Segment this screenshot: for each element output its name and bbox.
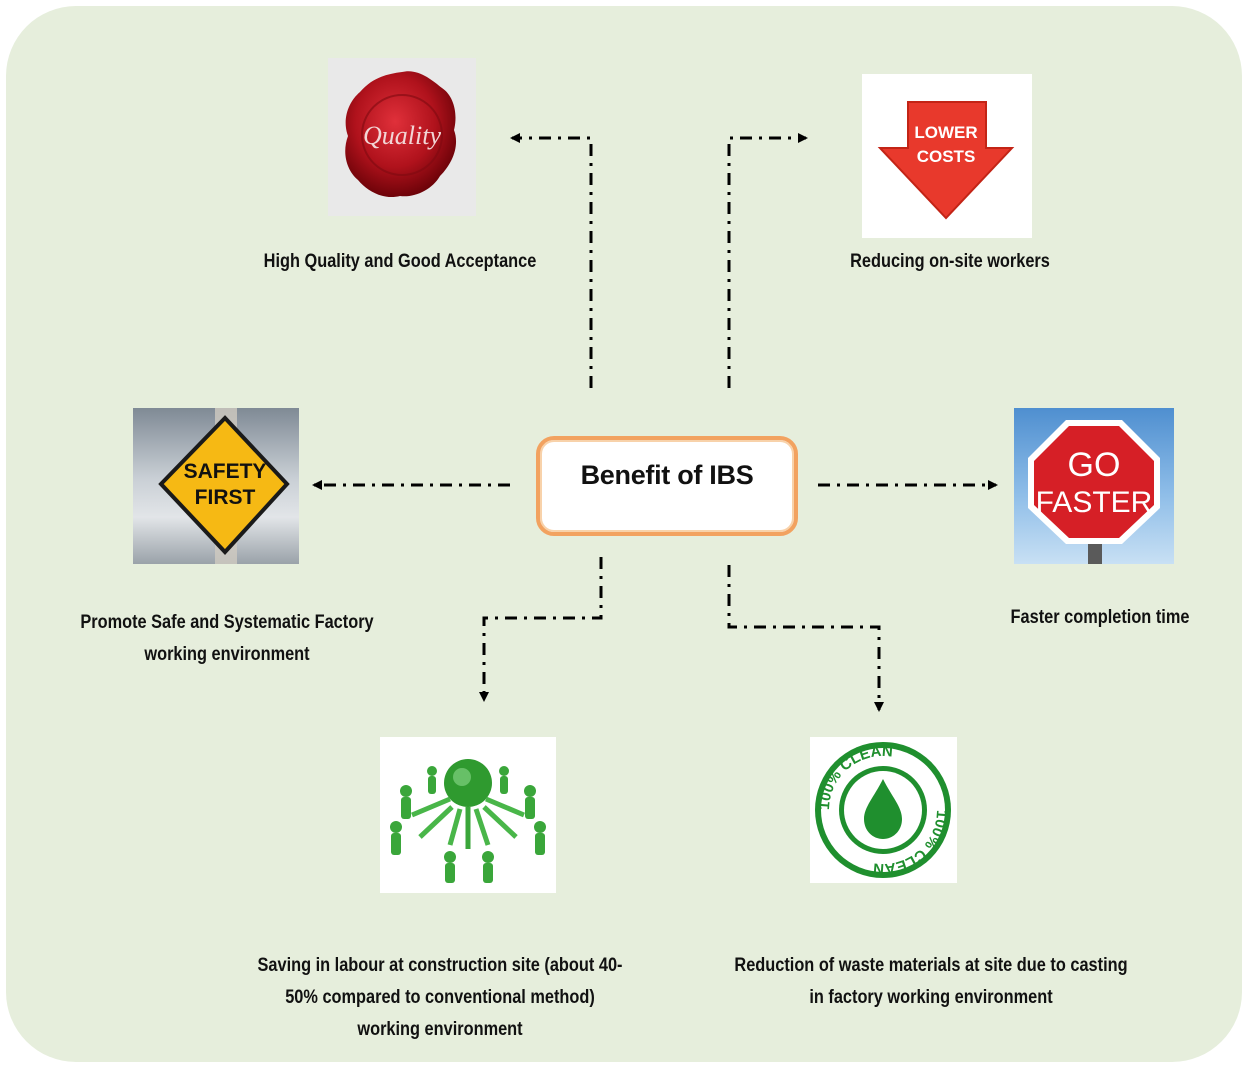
safety-first-sign-icon: SAFETY FIRST [133,408,299,564]
connector-costs [727,133,808,388]
quality-seal-icon: Quality [328,58,476,216]
center-title-box: Benefit of IBS [536,436,798,536]
label-safety: Promote Safe and Systematic Factory work… [80,612,374,665]
svg-text:FASTER: FASTER [1036,486,1153,519]
svg-text:Quality: Quality [363,121,441,150]
svg-text:LOWER: LOWER [914,123,977,142]
go-faster-stop-sign-icon: GO FASTER [1014,408,1174,564]
svg-text:FIRST: FIRST [195,486,256,509]
connector-labour [479,557,603,702]
label-faster: Faster completion time [1010,607,1190,628]
connector-waste [727,565,884,712]
lower-costs-arrow-icon: LOWER COSTS [862,74,1032,238]
label-costs: Reducing on-site workers [850,251,1050,272]
network-people-globe-icon [380,737,556,893]
label-waste: Reduction of waste materials at site due… [734,955,1128,1008]
svg-text:COSTS: COSTS [917,147,976,166]
svg-text:SAFETY: SAFETY [184,460,267,483]
label-quality: High Quality and Good Acceptance [263,251,537,272]
center-title: Benefit of IBS [580,459,754,490]
label-labour: Saving in labour at construction site (a… [257,955,623,1040]
clean-drop-badge-icon: 100% CLEAN 100% CLEAN [810,737,957,883]
svg-text:GO: GO [1068,446,1121,484]
